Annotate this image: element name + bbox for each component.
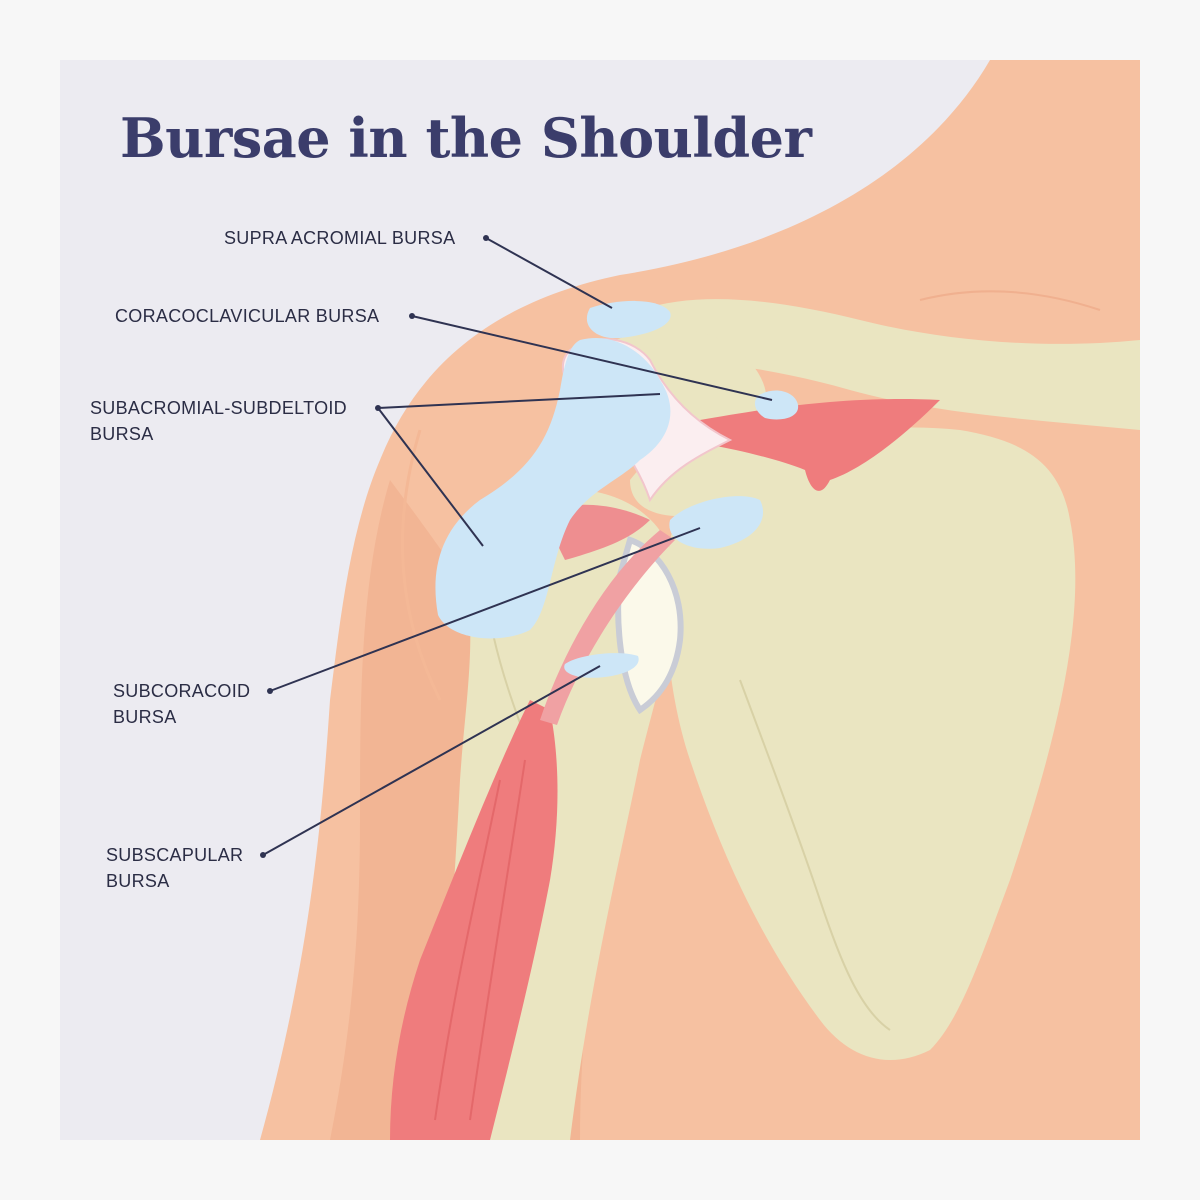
label-line: BURSA [90,424,154,444]
label-subcoracoid-bursa: SUBCORACOID BURSA [113,678,250,730]
label-line: SUBACROMIAL-SUBDELTOID [90,398,347,418]
subcoracoid-bursa [669,496,764,549]
label-subscapular-bursa: SUBSCAPULAR BURSA [106,842,243,894]
biceps-tendon [540,530,675,725]
supra-acromial-bursa [586,300,671,339]
leader-subacromial-1 [377,393,661,409]
subscapularis [549,504,650,560]
label-line: SUBCORACOID [113,681,251,701]
scapula [666,427,1076,1061]
label-line: BURSA [113,707,177,727]
dot-subcoracoid [267,688,273,694]
dot-subacromial [375,405,381,411]
muscle-striations [434,759,526,1121]
scapula-edge [739,679,891,1031]
deltoid-contour [401,429,442,701]
diagram-canvas: Bursae in the Shoulder SUPRA ACROMIAL BU… [60,60,1140,1140]
subscapular-bursa [564,653,639,678]
dot-subscapular [260,852,266,858]
diagram-title: Bursae in the Shoulder [120,106,812,170]
label-subacromial-subdeltoid-bursa: SUBACROMIAL-SUBDELTOID BURSA [90,395,347,447]
clavicle [640,299,1140,430]
leader-subcoracoid [269,527,701,692]
label-line: CORACOCLAVICULAR BURSA [115,306,380,326]
label-supra-acromial-bursa: SUPRA ACROMIAL BURSA [224,225,455,251]
dot-coracoclavicular [409,313,415,319]
label-line: SUBSCAPULAR [106,845,244,865]
shoulder-illustration [260,60,1140,1140]
leader-subacromial-2 [377,407,484,547]
leader-dots [260,235,489,858]
leader-supra-acromial [485,237,613,309]
subacromial-subdeltoid-bursa [435,338,671,639]
biceps-muscle [390,700,558,1140]
dot-supra-acromial [483,235,489,241]
leader-lines [262,237,773,856]
trapezius-fold [919,290,1101,311]
label-line: BURSA [106,871,170,891]
label-line: SUPRA ACROMIAL BURSA [224,228,456,248]
pectoralis-minor [700,399,940,491]
leader-coracoclavicular [411,315,773,401]
label-coracoclavicular-bursa: CORACOCLAVICULAR BURSA [115,303,379,329]
leader-subscapular [262,665,601,856]
